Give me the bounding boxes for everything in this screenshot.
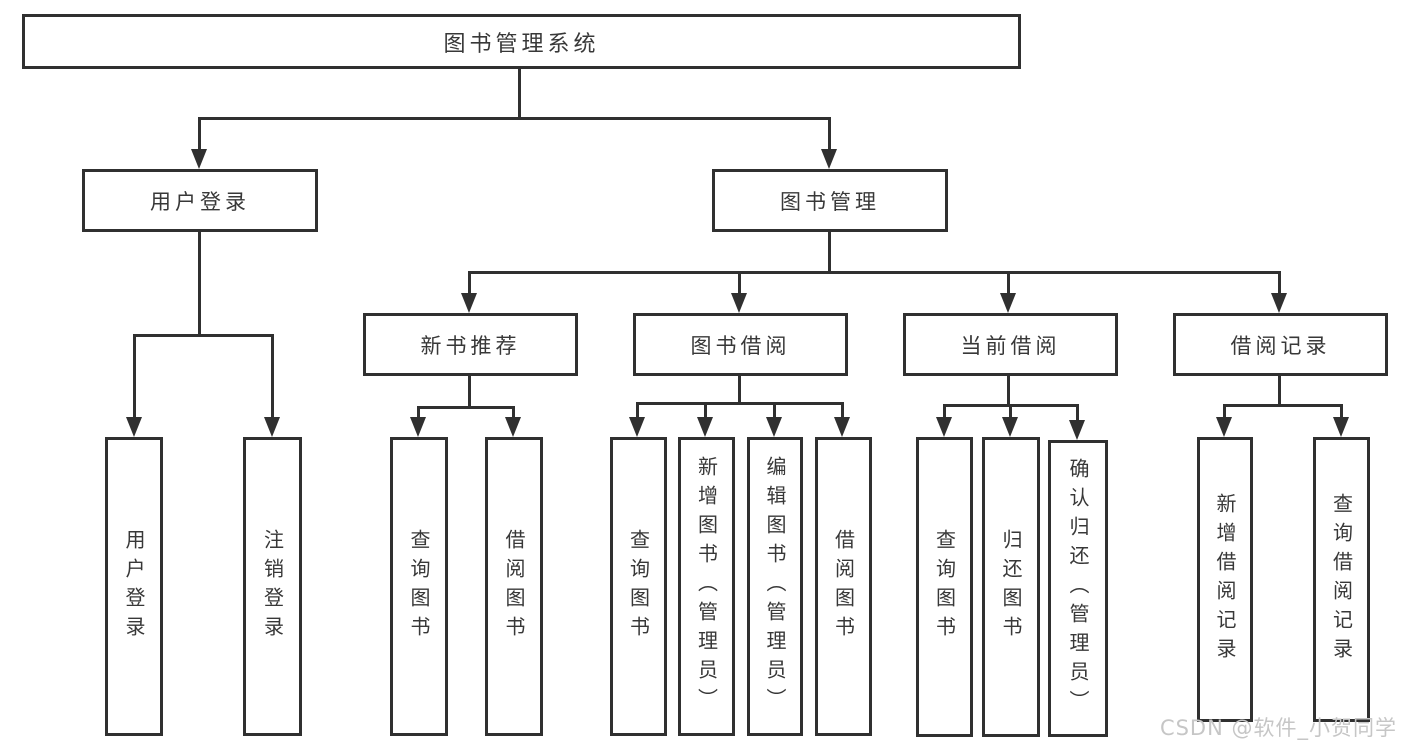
node-label: 用户登录: [150, 189, 250, 214]
connector-line: [198, 117, 201, 150]
node-label: 查询借阅记录: [1329, 492, 1354, 667]
arrow-down-icon: [1271, 293, 1287, 313]
node-label: 新增借阅记录: [1213, 492, 1237, 667]
connector-line: [133, 334, 136, 417]
node-book-borrowing: 图书借阅: [633, 313, 848, 376]
node-label: 查询图书: [407, 528, 431, 645]
arrow-down-icon: [126, 417, 142, 437]
arrow-down-icon: [766, 417, 782, 437]
connector-line: [518, 69, 521, 118]
node-label: 归还图书: [999, 529, 1023, 645]
leaf-user-login: 用户登录: [105, 437, 163, 736]
connector-line: [828, 232, 831, 274]
leaf-borrow-books: 借阅图书: [815, 437, 872, 736]
connector-line: [417, 406, 420, 417]
arrow-down-icon: [1216, 417, 1232, 437]
node-label: 新增图书（管理员）: [694, 456, 719, 717]
arrow-down-icon: [461, 293, 477, 313]
connector-line: [417, 406, 515, 409]
node-label: 图书借阅: [690, 333, 791, 358]
connector-line: [1009, 404, 1012, 417]
leaf-query-borrow-record: 查询借阅记录: [1313, 437, 1370, 722]
node-label: 图书管理: [780, 189, 880, 214]
connector-line: [1340, 404, 1343, 417]
node-label: 新书推荐: [420, 333, 521, 358]
node-label: 借阅图书: [502, 528, 526, 645]
node-label: 当前借阅: [960, 333, 1061, 358]
arrow-down-icon: [731, 293, 747, 313]
arrow-down-icon: [1333, 417, 1349, 437]
connector-line: [943, 404, 946, 417]
arrow-down-icon: [191, 149, 207, 169]
connector-line: [1278, 271, 1281, 293]
arrow-down-icon: [1000, 293, 1016, 313]
leaf-confirm-return-admin: 确认归还（管理员）: [1048, 440, 1108, 737]
node-label: 借阅图书: [831, 528, 856, 645]
connector-line: [133, 334, 274, 337]
node-library-management-system: 图书管理系统: [22, 14, 1021, 69]
leaf-query-books: 查询图书: [916, 437, 973, 737]
arrow-down-icon: [936, 417, 952, 437]
leaf-query-books: 查询图书: [390, 437, 448, 736]
arrow-down-icon: [697, 417, 713, 437]
node-label: 借阅记录: [1230, 333, 1331, 358]
arrow-down-icon: [834, 417, 850, 437]
arrow-down-icon: [410, 417, 426, 437]
leaf-edit-books-admin: 编辑图书（管理员）: [747, 437, 803, 736]
leaf-return-books: 归还图书: [982, 437, 1040, 737]
connector-line: [468, 271, 1281, 274]
arrow-down-icon: [264, 417, 280, 437]
connector-line: [636, 402, 844, 405]
connector-line: [1007, 271, 1010, 293]
node-label: 图书管理系统: [443, 31, 600, 57]
arrow-down-icon: [629, 417, 645, 437]
connector-line: [828, 117, 831, 150]
arrow-down-icon: [505, 417, 521, 437]
connector-line: [271, 334, 274, 417]
arrow-down-icon: [821, 149, 837, 169]
arrow-down-icon: [1002, 417, 1018, 437]
connector-line: [512, 406, 515, 417]
node-current-borrowing: 当前借阅: [903, 313, 1118, 376]
node-borrowing-records: 借阅记录: [1173, 313, 1388, 376]
node-label: 用户登录: [122, 528, 146, 645]
node-label: 查询图书: [626, 528, 651, 645]
connector-line: [704, 402, 707, 417]
leaf-borrow-books: 借阅图书: [485, 437, 543, 736]
csdn-watermark: CSDN @软件_小贺同学: [1159, 716, 1397, 740]
connector-line: [738, 376, 741, 405]
node-label: 注销登录: [260, 528, 285, 645]
node-label: 编辑图书（管理员）: [763, 456, 787, 717]
connector-line: [1007, 376, 1010, 407]
connector-line: [198, 232, 201, 337]
node-new-book-recommend: 新书推荐: [363, 313, 578, 376]
connector-line: [636, 402, 639, 417]
leaf-add-books-admin: 新增图书（管理员）: [678, 437, 735, 736]
node-label: 确认归还（管理员）: [1066, 458, 1090, 719]
connector-line: [1278, 376, 1281, 407]
connector-line: [468, 271, 471, 293]
connector-line: [773, 402, 776, 417]
connector-line: [1223, 404, 1343, 407]
node-label: 查询图书: [932, 529, 957, 645]
connector-line: [468, 376, 471, 409]
leaf-logout: 注销登录: [243, 437, 302, 736]
connector-line: [1076, 404, 1079, 420]
connector-line: [1223, 404, 1226, 417]
connector-line: [841, 402, 844, 417]
connector-line: [198, 117, 831, 120]
node-user-login: 用户登录: [82, 169, 318, 232]
arrow-down-icon: [1069, 420, 1085, 440]
node-book-management: 图书管理: [712, 169, 948, 232]
leaf-add-borrow-record: 新增借阅记录: [1197, 437, 1253, 722]
leaf-query-books: 查询图书: [610, 437, 667, 736]
connector-line: [738, 271, 741, 293]
